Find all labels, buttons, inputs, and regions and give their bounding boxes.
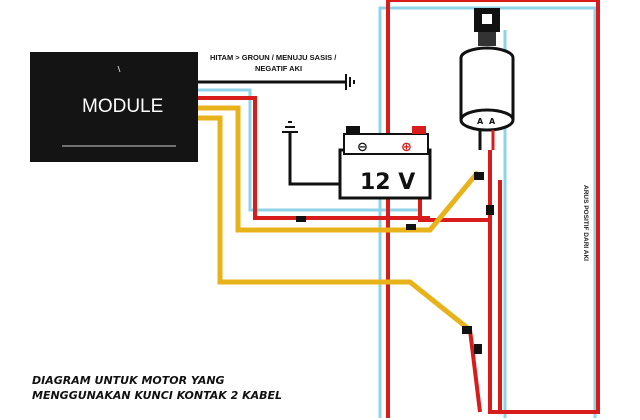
module-label: MODULE	[82, 96, 163, 117]
ignition-switch: A A	[459, 8, 515, 150]
cyan-wire-module	[198, 88, 420, 212]
side-note: ARUS POSITIF DARI AKI	[582, 185, 589, 261]
ground-note-line2: NEGATIF AKI	[255, 64, 302, 73]
yellow-wire-lower	[198, 115, 472, 332]
red-wire-module-to-battery	[198, 96, 430, 220]
ground-symbol-icon	[345, 74, 355, 90]
battery-plus-terminal-icon: ⊕	[401, 140, 412, 155]
battery-ground-symbol-icon	[282, 121, 298, 133]
ground-note-line1: HITAM > GROUN / MENUJU SASIS /	[210, 53, 337, 62]
ignition-pin-left: A	[477, 117, 484, 126]
battery-label: 12 V	[360, 170, 415, 195]
ignition-pin-right: A	[489, 117, 496, 126]
yellow-wire-upper	[198, 105, 480, 233]
red-wire-bottom-return	[468, 329, 482, 413]
caption-line2: MENGGUNAKAN KUNCI KONTAK 2 KABEL	[32, 389, 282, 402]
caption-line1: DIAGRAM UNTUK MOTOR YANG	[32, 374, 225, 387]
connectors	[296, 172, 494, 354]
yellow-wires	[198, 105, 480, 332]
battery-minus-terminal-icon: ⊖	[357, 140, 368, 155]
module-block: MODULE	[30, 52, 198, 162]
battery-12v: ⊖ ⊕ 12 V	[338, 126, 432, 200]
